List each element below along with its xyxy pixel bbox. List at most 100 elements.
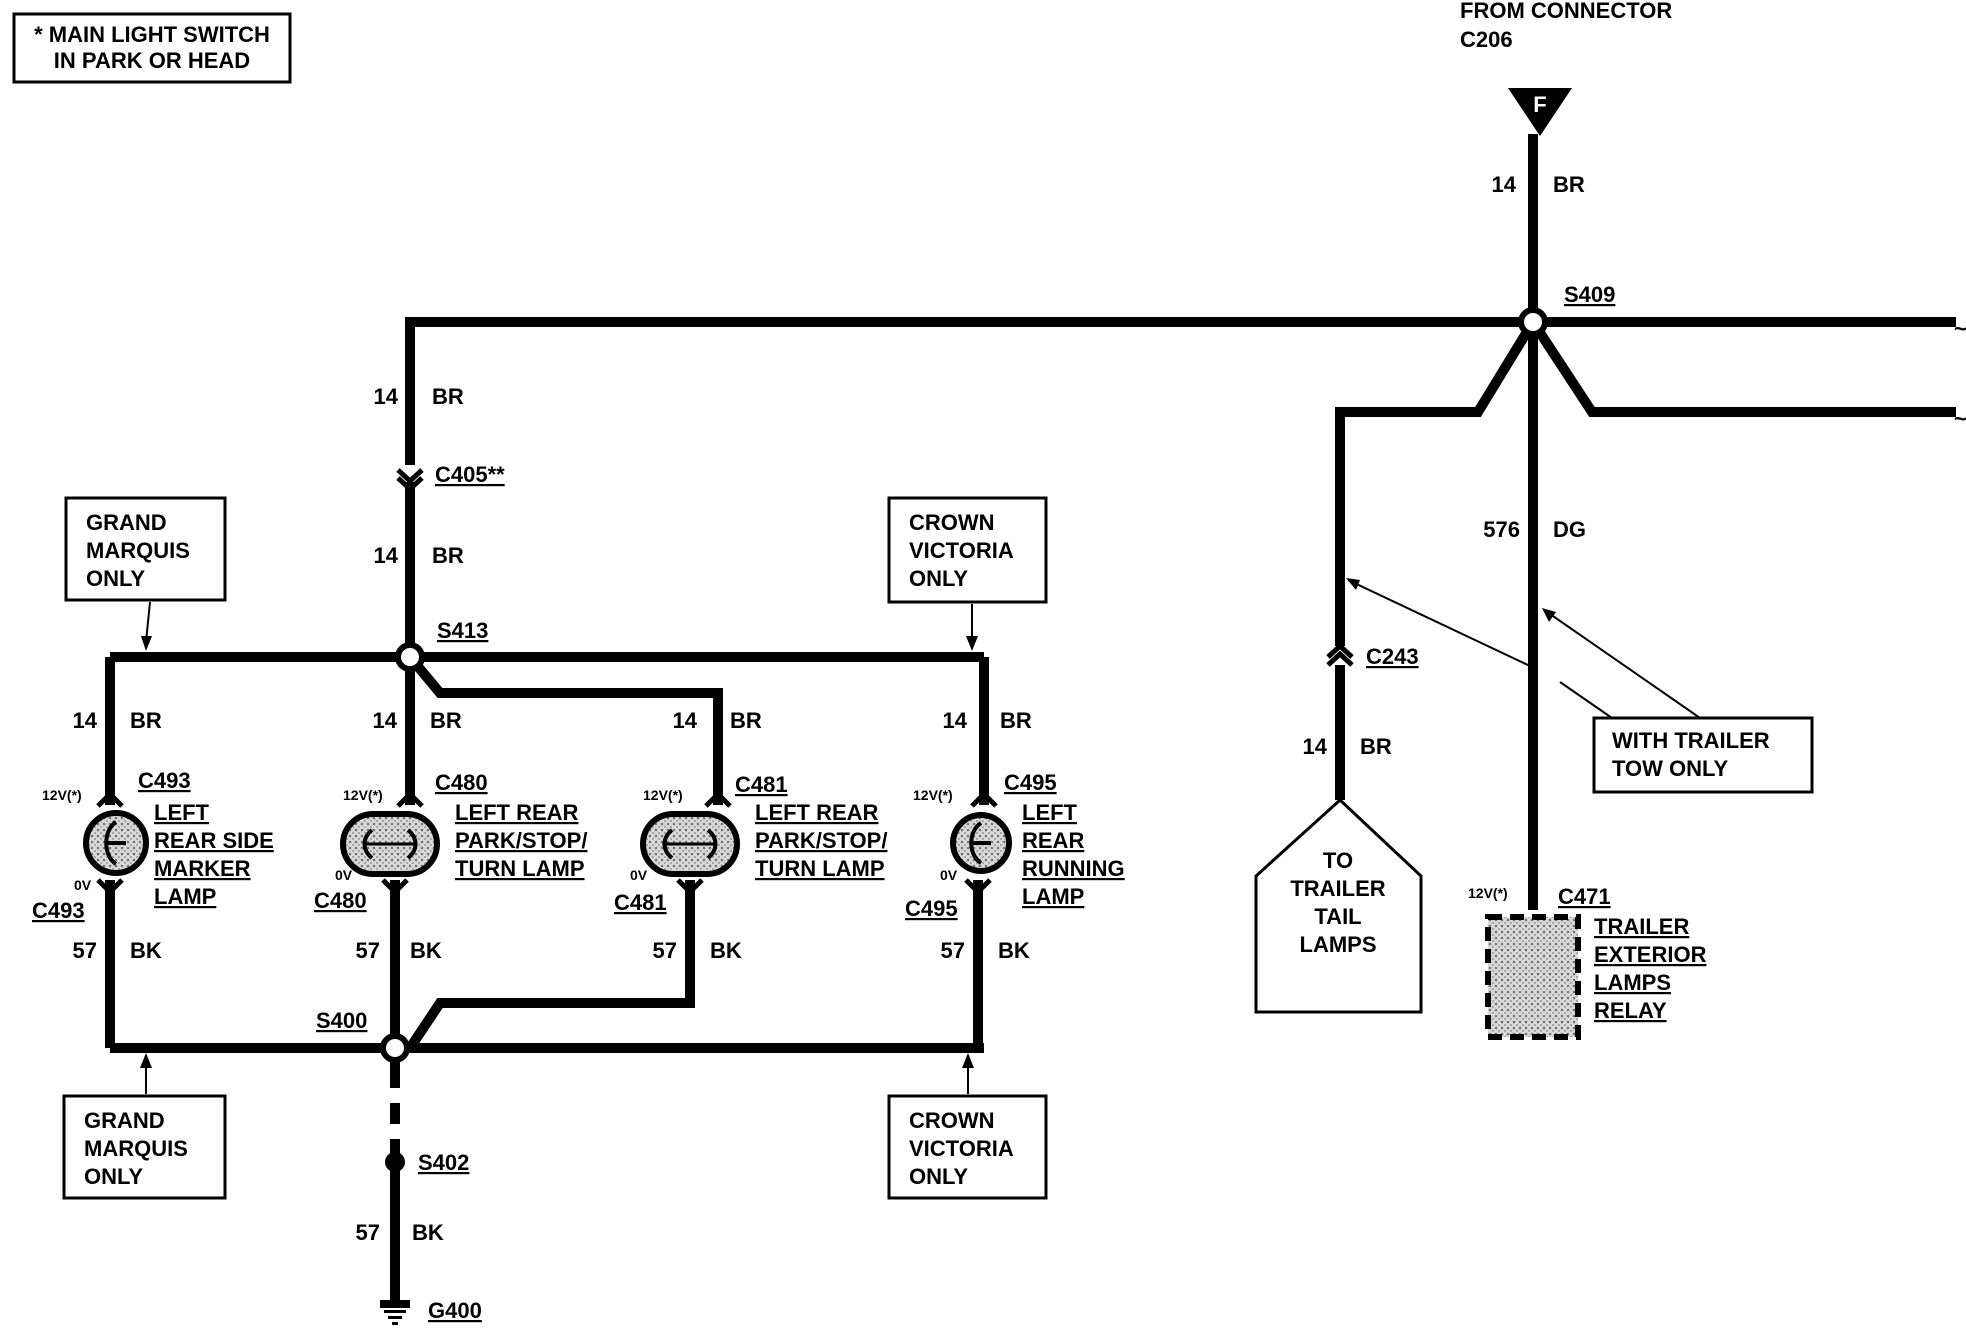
source-connector-id: C206 [1460,27,1513,52]
running-line1: LEFT [1022,800,1078,825]
note-trailer-tow-only: WITH TRAILER TOW ONLY [1346,578,1814,794]
color-br-feed: BR [1553,172,1585,197]
running-line3: RUNNING [1022,856,1125,881]
pst2-line1: LEFT REAR [755,800,879,825]
svg-text:VICTORIA: VICTORIA [909,538,1014,563]
pst1-line1: LEFT REAR [455,800,579,825]
connector-c481-top: C481 [735,772,788,797]
connector-c206-pin: F [1508,88,1572,136]
lamp-left-rear-running: 12V(*) 0V C495 C495 LEFT REAR RUNNING LA… [905,770,1125,921]
voltage-0v-c495: 0V [940,867,958,883]
circuit-14-c481: 14 [673,708,698,733]
connector-c493-top: C493 [138,768,191,793]
connector-c480-top: C480 [435,770,488,795]
connector-c405: C405** [396,462,505,493]
connector-c243-label: C243 [1366,644,1419,669]
wire-14-br-c481 [406,653,723,805]
splice-s402: S402 [385,1150,469,1175]
color-bk-ground: BK [412,1220,444,1245]
marker-line3: MARKER [154,856,251,881]
marker-line1: LEFT [154,800,210,825]
pst1-line2: PARK/STOP/ [455,828,587,853]
lamp-left-rear-park-stop-turn-2: 12V(*) 0V C481 C481 LEFT REAR PARK/STOP/… [614,772,887,915]
lamp-left-rear-side-marker: 12V(*) 0V C493 C493 LEFT REAR SIDE MARKE… [32,768,274,923]
circuit-576: 576 [1483,517,1520,542]
note-grand-marquis-top: GRAND MARQUIS ONLY [64,496,227,651]
splice-s409: S409 [1518,282,1615,337]
ground-symbol: G400 [380,1298,482,1325]
splice-s409-label: S409 [1564,282,1615,307]
relay-line2: EXTERIOR [1594,942,1707,967]
connector-c495-bottom: C495 [905,896,958,921]
circuit-14-tail: 14 [1303,734,1328,759]
splice-s400-label: S400 [316,1008,367,1033]
marker-line2: REAR SIDE [154,828,274,853]
switch-note-line1: * MAIN LIGHT SWITCH [34,22,270,47]
splice-s400: S400 [316,1008,410,1063]
trailer-tail-line2: TRAILER [1290,876,1385,901]
wire-57-bk-c481 [405,880,695,1051]
voltage-12v-c480: 12V(*) [343,787,383,803]
color-br-tail: BR [1360,734,1392,759]
connector-c495-top: C495 [1004,770,1057,795]
pin-label: F [1533,92,1546,117]
switch-note-box: * MAIN LIGHT SWITCH IN PARK OR HEAD [12,12,292,84]
svg-text:ONLY: ONLY [86,566,145,591]
svg-text:ONLY: ONLY [909,566,968,591]
color-br-c495: BR [1000,708,1032,733]
pst1-line3: TURN LAMP [455,856,585,881]
color-bk-c480: BK [410,938,442,963]
svg-text:ONLY: ONLY [909,1164,968,1189]
svg-text:MARQUIS: MARQUIS [84,1136,188,1161]
circuit-57-c481: 57 [653,938,677,963]
svg-text:ONLY: ONLY [84,1164,143,1189]
svg-text:TOW ONLY: TOW ONLY [1612,756,1728,781]
note-grand-marquis-bottom: GRAND MARQUIS ONLY [62,1053,227,1200]
splice-s413-label: S413 [437,618,488,643]
relay-line3: LAMPS [1594,970,1671,995]
color-br-c481: BR [730,708,762,733]
color-br-c480: BR [430,708,462,733]
color-bk-c495: BK [998,938,1030,963]
marker-line4: LAMP [154,884,216,909]
relay-line1: TRAILER [1594,914,1689,939]
circuit-14-main: 14 [374,384,399,409]
wire-14-br-main [405,317,1533,465]
running-line2: REAR [1022,828,1084,853]
note-crown-victoria-top: CROWN VICTORIA ONLY [887,496,1048,651]
connector-c481-bottom: C481 [614,890,667,915]
trailer-tail-line1: TO [1323,848,1353,873]
voltage-12v-c495: 12V(*) [913,787,953,803]
wires [105,134,1956,1300]
color-br-main: BR [432,384,464,409]
trailer-tail-line3: TAIL [1314,904,1361,929]
connector-c405-label: C405** [435,462,505,487]
trailer-exterior-lamps-relay: 12V(*) C471 TRAILER EXTERIOR LAMPS RELAY [1468,884,1707,1040]
pst2-line3: TURN LAMP [755,856,885,881]
circuit-labels: 14 BR 14 BR 14 BR 576 DG 14 BR 14 BR 14 … [73,172,1586,1245]
circuit-14-feed: 14 [1492,172,1517,197]
circuit-57-c493: 57 [73,938,97,963]
svg-text:GRAND: GRAND [86,510,167,535]
svg-text:VICTORIA: VICTORIA [909,1136,1014,1161]
svg-text:MARQUIS: MARQUIS [86,538,190,563]
source-connector-label: FROM CONNECTOR [1460,0,1672,23]
circuit-14-c495: 14 [943,708,968,733]
trailer-tail-line4: LAMPS [1300,932,1377,957]
lamp-left-rear-park-stop-turn-1: 12V(*) 0V C480 C480 LEFT REAR PARK/STOP/… [314,770,587,913]
wire-14-br-trailer-tail [1335,319,1538,646]
running-line4: LAMP [1022,884,1084,909]
connector-c480-bottom: C480 [314,888,367,913]
color-br-c493: BR [130,708,162,733]
switch-note-line2: IN PARK OR HEAD [54,48,250,73]
svg-text:~: ~ [1954,406,1966,431]
color-dg: DG [1553,517,1586,542]
circuit-57-ground: 57 [356,1220,380,1245]
color-bk-c481: BK [710,938,742,963]
color-br-c405: BR [432,543,464,568]
circuit-14-c480: 14 [373,708,398,733]
voltage-0v-c480: 0V [335,867,353,883]
voltage-12v-c493: 12V(*) [42,787,82,803]
splice-s402-label: S402 [418,1150,469,1175]
